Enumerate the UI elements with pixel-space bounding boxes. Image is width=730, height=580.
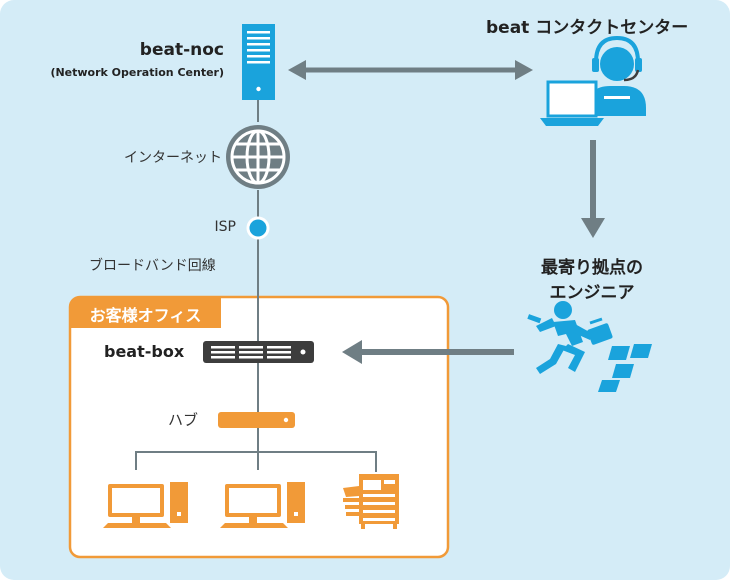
globe-icon (226, 125, 290, 189)
contact-center-title: beat コンタクトセンター (486, 18, 689, 38)
pc-icon-1 (103, 482, 188, 528)
office-title: お客様オフィス (89, 306, 202, 325)
printer-icon (343, 474, 399, 529)
left-arrow (342, 340, 514, 364)
isp-label: ISP (214, 219, 236, 235)
office-title-tab (70, 297, 221, 328)
hub-device-icon (218, 412, 295, 428)
down-arrow (581, 140, 605, 238)
internet-label: インターネット (124, 150, 222, 166)
double-arrow (288, 60, 533, 80)
noc-subtitle: (Network Operation Center) (50, 66, 224, 79)
pc-icon-2 (220, 482, 305, 528)
engineer-label-line2: エンジニア (549, 283, 635, 303)
hub-label: ハブ (168, 411, 199, 429)
server-icon (242, 24, 275, 100)
beatbox-device-icon (203, 341, 314, 363)
hub-tree-branch (135, 451, 377, 472)
broadband-label: ブロードバンド回線 (89, 258, 216, 274)
running-engineer-icon (527, 301, 652, 392)
laptop-icon (540, 80, 604, 126)
noc-title: beat-noc (139, 40, 224, 60)
beatbox-label: beat-box (104, 342, 185, 361)
isp-node-icon (246, 216, 270, 240)
operator-icon (588, 35, 646, 116)
engineer-label-line1: 最寄り拠点の (541, 258, 643, 278)
